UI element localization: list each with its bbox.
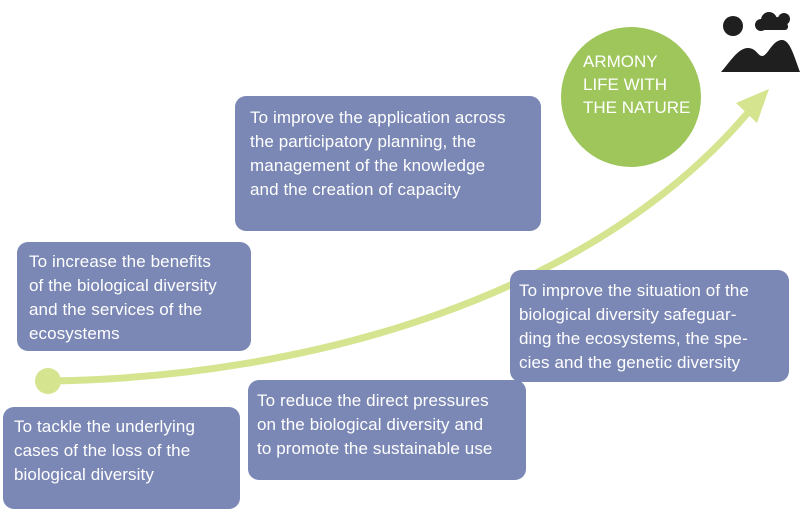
arrow-head-icon <box>736 89 769 123</box>
goal-circle: ARMONY LIFE WITH THE NATURE <box>561 27 701 167</box>
start-dot-icon <box>35 368 61 394</box>
step-box-improve-situation: To improve the situation of the biologic… <box>510 270 789 382</box>
sun-clouds-mountains-icon <box>721 12 800 72</box>
step-box-tackle: To tackle the underlying cases of the lo… <box>3 407 240 509</box>
step-box-reduce-pressures: To reduce the direct pressures on the bi… <box>248 380 526 480</box>
progress-arrow-curve <box>44 94 764 385</box>
step-box-increase-benefits: To increase the benefits of the biologic… <box>17 242 251 351</box>
step-box-improve-application: To improve the application across the pa… <box>235 96 541 231</box>
